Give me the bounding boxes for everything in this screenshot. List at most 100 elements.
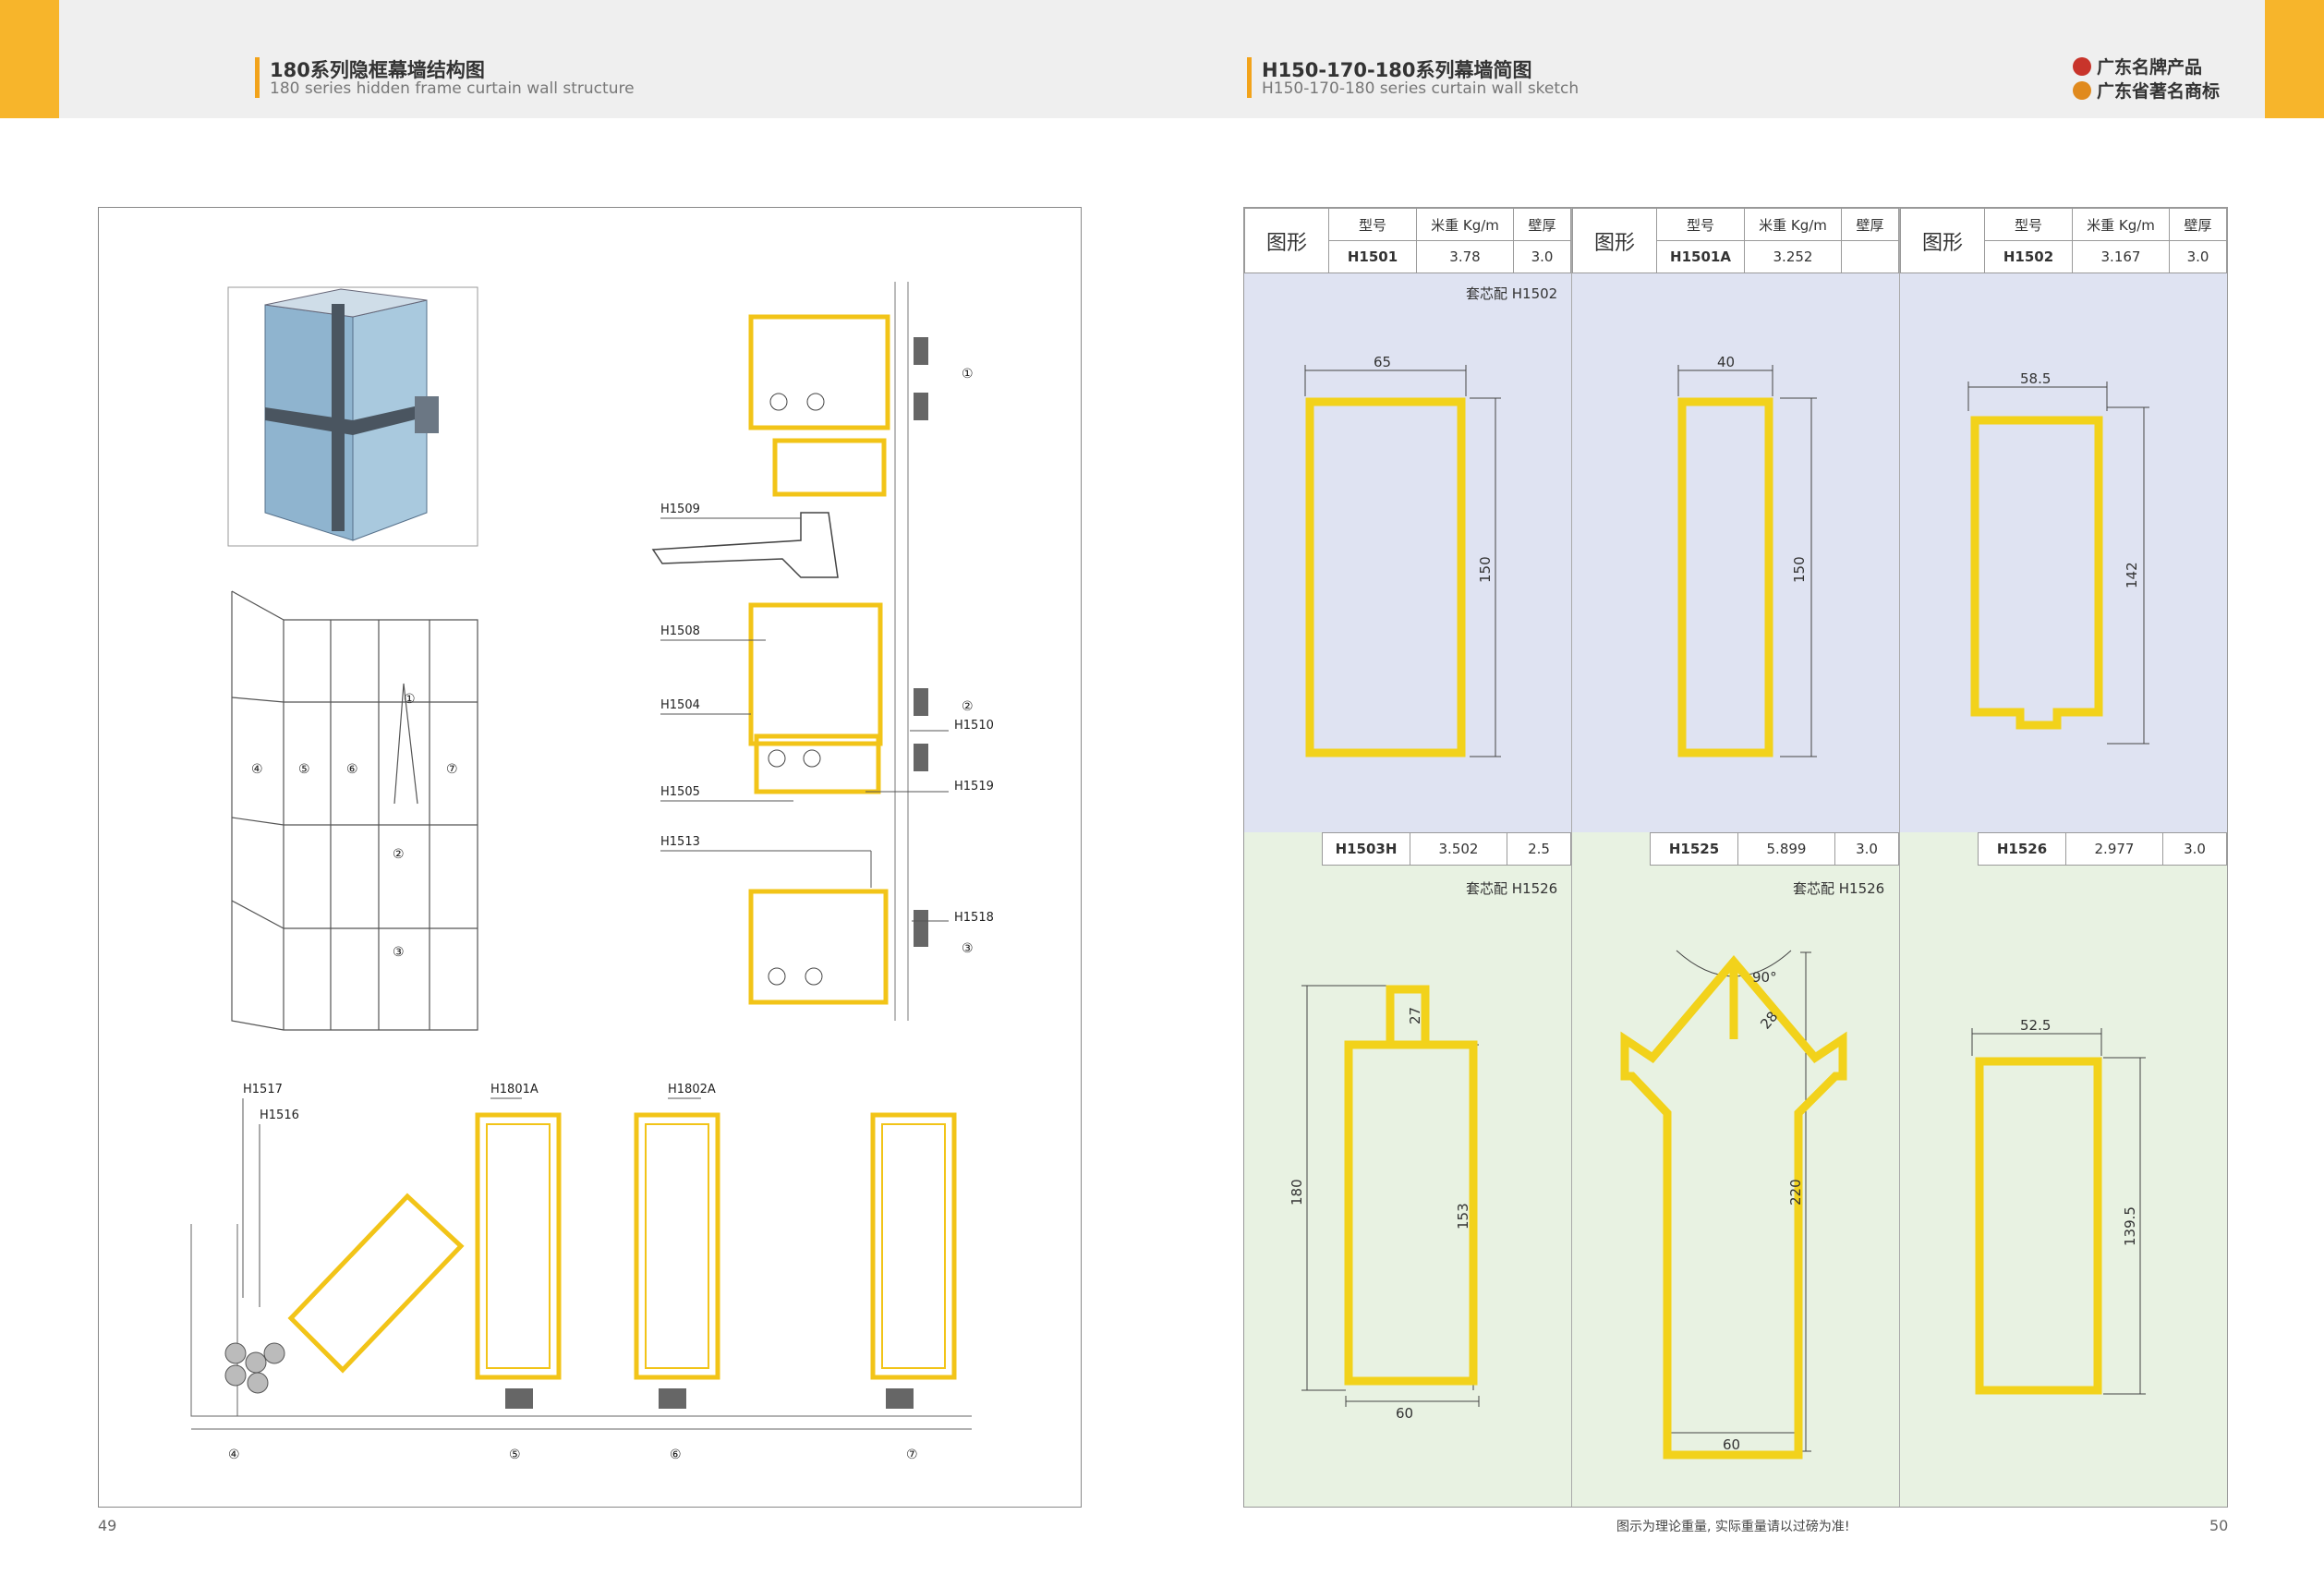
dim-h1501-h: 150 <box>1477 556 1494 583</box>
dim-h1525-h: 220 <box>1787 1179 1804 1205</box>
model-header: 型号 <box>1328 208 1417 241</box>
plan-mark-4: ④ <box>228 1448 240 1462</box>
elev-mark-5: ⑤ <box>298 762 310 777</box>
note-h1503h: 套芯配 H1526 <box>1466 880 1558 897</box>
left-title-bar <box>255 57 260 98</box>
label-h1504: H1504 <box>660 698 700 712</box>
model-value: H1501 <box>1328 240 1417 273</box>
elev-mark-1: ① <box>404 692 416 707</box>
model-value: H1526 <box>1978 832 2066 866</box>
dim-h1503h-w: 60 <box>1396 1405 1413 1422</box>
upper-row-bg <box>1244 273 2227 832</box>
dim-h1503h-tab: 27 <box>1407 1007 1423 1024</box>
label-h1518: H1518 <box>954 911 994 925</box>
label-h1509: H1509 <box>660 503 700 516</box>
elev-mark-2: ② <box>393 847 405 862</box>
right-title-en: H150-170-180 series curtain wall sketch <box>1262 79 1580 98</box>
dim-h1526-w: 52.5 <box>2020 1017 2051 1034</box>
right-title-cn: H150-170-180系列幕墙简图 <box>1262 59 1532 81</box>
dim-h1525-angle: 90° <box>1752 969 1777 986</box>
curtain-wall-3d-render <box>264 288 439 541</box>
elev-mark-3: ③ <box>393 945 405 960</box>
weight-value: 3.78 <box>1416 240 1514 273</box>
weight-footnote: 图示为理论重量, 实际重量请以过磅为准! <box>1616 1520 1850 1534</box>
weight-value: 3.167 <box>2072 240 2170 273</box>
dim-h1525-w: 60 <box>1723 1436 1740 1453</box>
label-h1801a: H1801A <box>490 1083 539 1096</box>
profile-h1501-shape <box>1305 397 1466 757</box>
profile-drawings: 65 150 40 150 58.5 142 180 153 27 60 90°… <box>1289 354 2149 1460</box>
badge2-text: 广东省著名商标 <box>2097 81 2221 102</box>
right-page-number: 50 <box>2209 1517 2229 1534</box>
plan-mark-6: ⑥ <box>670 1448 682 1462</box>
left-page-number: 49 <box>98 1517 117 1534</box>
wall-value <box>1841 240 1899 273</box>
profile-h1502-shape <box>1970 416 2103 730</box>
dim-h1526-h: 139.5 <box>2122 1206 2138 1246</box>
profile-h1526-shape <box>1975 1057 2102 1395</box>
section-mark-3: ③ <box>962 941 974 956</box>
wall-header: 壁厚 <box>1841 208 1899 241</box>
wall-value: 3.0 <box>1513 240 1571 273</box>
right-title-bar <box>1247 57 1252 98</box>
note-h1525: 套芯配 H1526 <box>1793 880 1885 897</box>
weight-value: 5.899 <box>1737 832 1835 866</box>
wall-value: 3.0 <box>2169 240 2227 273</box>
model-value: H1525 <box>1650 832 1738 866</box>
dim-h1502-h: 142 <box>2124 562 2140 588</box>
left-title-cn: 180系列隐框幕墙结构图 <box>270 59 485 81</box>
elev-mark-4: ④ <box>251 762 263 777</box>
note-h1501: 套芯配 H1502 <box>1466 285 1558 302</box>
dim-h1503h-h: 180 <box>1289 1179 1305 1205</box>
section-mark-2: ② <box>962 699 974 714</box>
dim-h1501a-h: 150 <box>1791 556 1808 583</box>
dim-h1501a-w: 40 <box>1717 354 1735 370</box>
label-h1505: H1505 <box>660 785 700 799</box>
dim-h1502-w: 58.5 <box>2020 370 2051 387</box>
right-accent-tab <box>2265 0 2324 118</box>
wall-value: 3.0 <box>2162 832 2227 866</box>
left-accent-tab <box>0 0 59 118</box>
label-h1516: H1516 <box>260 1108 299 1122</box>
label-h1513: H1513 <box>660 835 700 849</box>
brand-badge: 广东名牌产品 <box>2073 54 2202 79</box>
elev-mark-6: ⑥ <box>346 762 358 777</box>
plan-mark-5: ⑤ <box>509 1448 521 1462</box>
horizontal-section-drawing <box>190 1112 972 1430</box>
elevation-grid <box>231 590 478 1031</box>
structure-drawing-panel: ④ ⑤ ⑥ ⑦ ① ② ③ <box>98 207 1082 1508</box>
wall-header: 壁厚 <box>1513 208 1571 241</box>
weight-value: 2.977 <box>2065 832 2163 866</box>
model-value: H1503H <box>1322 832 1410 866</box>
profile-h1501a-shape <box>1677 397 1773 757</box>
label-h1519: H1519 <box>954 780 994 794</box>
profile-h1525-shape <box>1620 955 1847 1460</box>
label-h1508: H1508 <box>660 624 700 638</box>
weight-header: 米重 Kg/m <box>2072 208 2170 241</box>
structure-drawing: ④ ⑤ ⑥ ⑦ ① ② ③ <box>190 282 994 1462</box>
weight-value: 3.502 <box>1410 832 1507 866</box>
vertical-section-drawing <box>651 282 928 1021</box>
label-h1510: H1510 <box>954 719 994 733</box>
trademark-badge: 广东省著名商标 <box>2073 78 2220 103</box>
weight-value: 3.252 <box>1744 240 1842 273</box>
dim-h1503h-inner: 153 <box>1455 1203 1471 1230</box>
left-title-en: 180 series hidden frame curtain wall str… <box>270 79 635 98</box>
figure-header: 图形 <box>1900 208 1985 273</box>
label-h1802a: H1802A <box>668 1083 716 1096</box>
plan-mark-7: ⑦ <box>906 1448 918 1462</box>
badge1-text: 广东名牌产品 <box>2097 57 2203 78</box>
section-mark-1: ① <box>962 367 974 382</box>
label-h1517: H1517 <box>243 1083 283 1096</box>
page-header <box>0 0 2324 118</box>
wall-value: 3.0 <box>1834 832 1899 866</box>
brand-seal-icon <box>2073 57 2091 76</box>
figure-header: 图形 <box>1244 208 1329 273</box>
weight-header: 米重 Kg/m <box>1744 208 1842 241</box>
